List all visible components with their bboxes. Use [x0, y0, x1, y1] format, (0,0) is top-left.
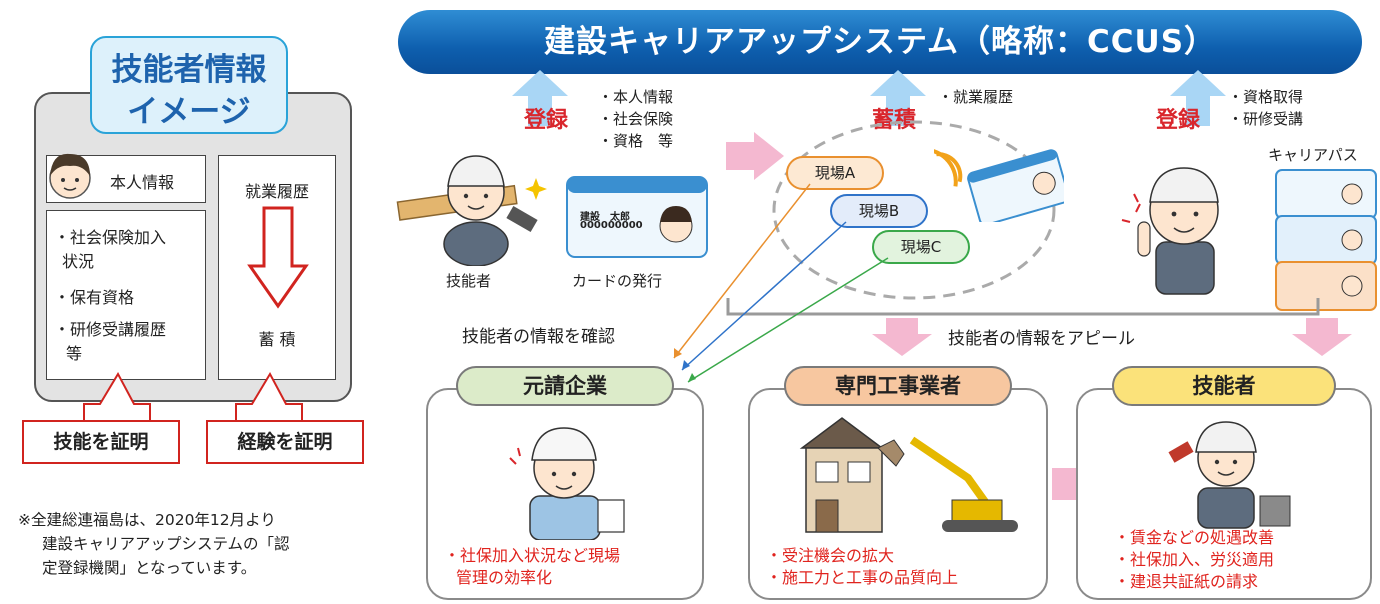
banner-title: 建設キャリアアップシステム（略称：CCUS） — [543, 24, 1217, 60]
ccus-banner — [398, 10, 1362, 74]
register-label-right: 登録 — [1156, 108, 1201, 133]
prove-experience-box: 経験を証明 — [206, 420, 364, 464]
accumulate-label: 蓄 積 — [258, 330, 296, 349]
benefit-item: ・建退共証紙の請求 — [1114, 572, 1259, 591]
personal-info-label: 本人情報 — [110, 173, 175, 192]
register-item: ・資格 等 — [598, 132, 674, 150]
appeal-info-label: 技能者の情報をアピール — [948, 329, 1135, 349]
benefit-item: 管理の効率化 — [456, 568, 553, 587]
right-arrow-icon — [726, 132, 784, 180]
card-reader-icon — [934, 147, 1064, 222]
up-arrow-icon — [870, 70, 926, 126]
register-item: ・本人情報 — [598, 88, 674, 106]
site-b-bubble: 現場B — [830, 194, 928, 228]
demolition-illustration — [799, 417, 1018, 533]
panel-title-line2: イメージ — [127, 94, 251, 130]
worker-avatar-icon — [49, 153, 91, 199]
register-item: ・社会保険 — [598, 110, 674, 128]
info-list-box — [46, 210, 206, 380]
list-item: 状況 — [62, 252, 95, 271]
panel-title-box — [90, 36, 288, 134]
work-sites-ellipse — [772, 120, 1056, 300]
down-arrow-icon — [1292, 318, 1352, 356]
bracket-line — [726, 298, 1320, 316]
confirm-info-label: 技能者の情報を確認 — [462, 327, 615, 347]
note-line: 定登録機関」となっています。 — [42, 559, 257, 577]
list-item: ・保有資格 — [54, 288, 135, 307]
worker-title: 技能者 — [1112, 366, 1336, 406]
benefit-item: ・賃金などの処遇改善 — [1114, 528, 1275, 547]
specialist-title: 専門工事業者 — [784, 366, 1012, 406]
register-item: ・資格取得 — [1228, 88, 1304, 106]
card-name: 建設 太郎 — [580, 212, 630, 223]
worker-pointing-illustration — [1121, 167, 1219, 295]
register-item: ・研修受講 — [1228, 110, 1304, 128]
work-history-label: 就業履歴 — [244, 182, 309, 201]
list-item: ・社会保険加入 — [54, 228, 167, 247]
site-a-bubble: 現場A — [786, 156, 884, 190]
up-arrow-icon — [512, 70, 568, 126]
benefit-item: ・社保加入状況など現場 — [444, 546, 621, 565]
benefit-item: ・受注機会の拡大 — [766, 546, 895, 565]
prime-contractor-title: 元請企業 — [456, 366, 674, 406]
worker-label: 技能者 — [446, 272, 492, 290]
site-connector-lines — [673, 183, 889, 383]
card-issue-label: カードの発行 — [572, 272, 663, 290]
benefit-item: ・社保加入、労災適用 — [1114, 550, 1275, 569]
worker-with-lumber-illustration — [396, 155, 547, 266]
register-label-left: 登録 — [524, 108, 569, 133]
list-item: 等 — [66, 344, 83, 363]
note-line: 建設キャリアアップシステムの「認 — [42, 535, 290, 553]
contractor-illustration — [509, 427, 625, 540]
career-path-label: キャリアパス — [1268, 146, 1358, 164]
specialist-box — [748, 388, 1048, 600]
list-item: ・研修受講履歴 — [54, 320, 167, 339]
callout-connectors — [83, 371, 303, 428]
prove-skill-box: 技能を証明 — [22, 420, 180, 464]
benefit-item: ・施工力と工事の品質向上 — [766, 568, 959, 587]
up-arrow-icon — [1170, 70, 1226, 126]
worker-with-tools-illustration — [1168, 421, 1291, 529]
down-arrow-icon — [872, 318, 932, 356]
site-c-bubble: 現場C — [872, 230, 970, 264]
career-path-cards-icon — [1275, 169, 1377, 311]
accumulate-label-mid: 蓄積 — [872, 108, 917, 133]
accumulate-item: ・就業履歴 — [938, 88, 1014, 106]
note-line: ※全建総連福島は、2020年12月より — [18, 511, 276, 529]
down-arrow-icon — [247, 206, 309, 309]
card-number: 000000000 — [580, 220, 643, 231]
id-card-icon — [566, 176, 708, 258]
panel-title-line1: 技能者情報 — [111, 52, 267, 88]
